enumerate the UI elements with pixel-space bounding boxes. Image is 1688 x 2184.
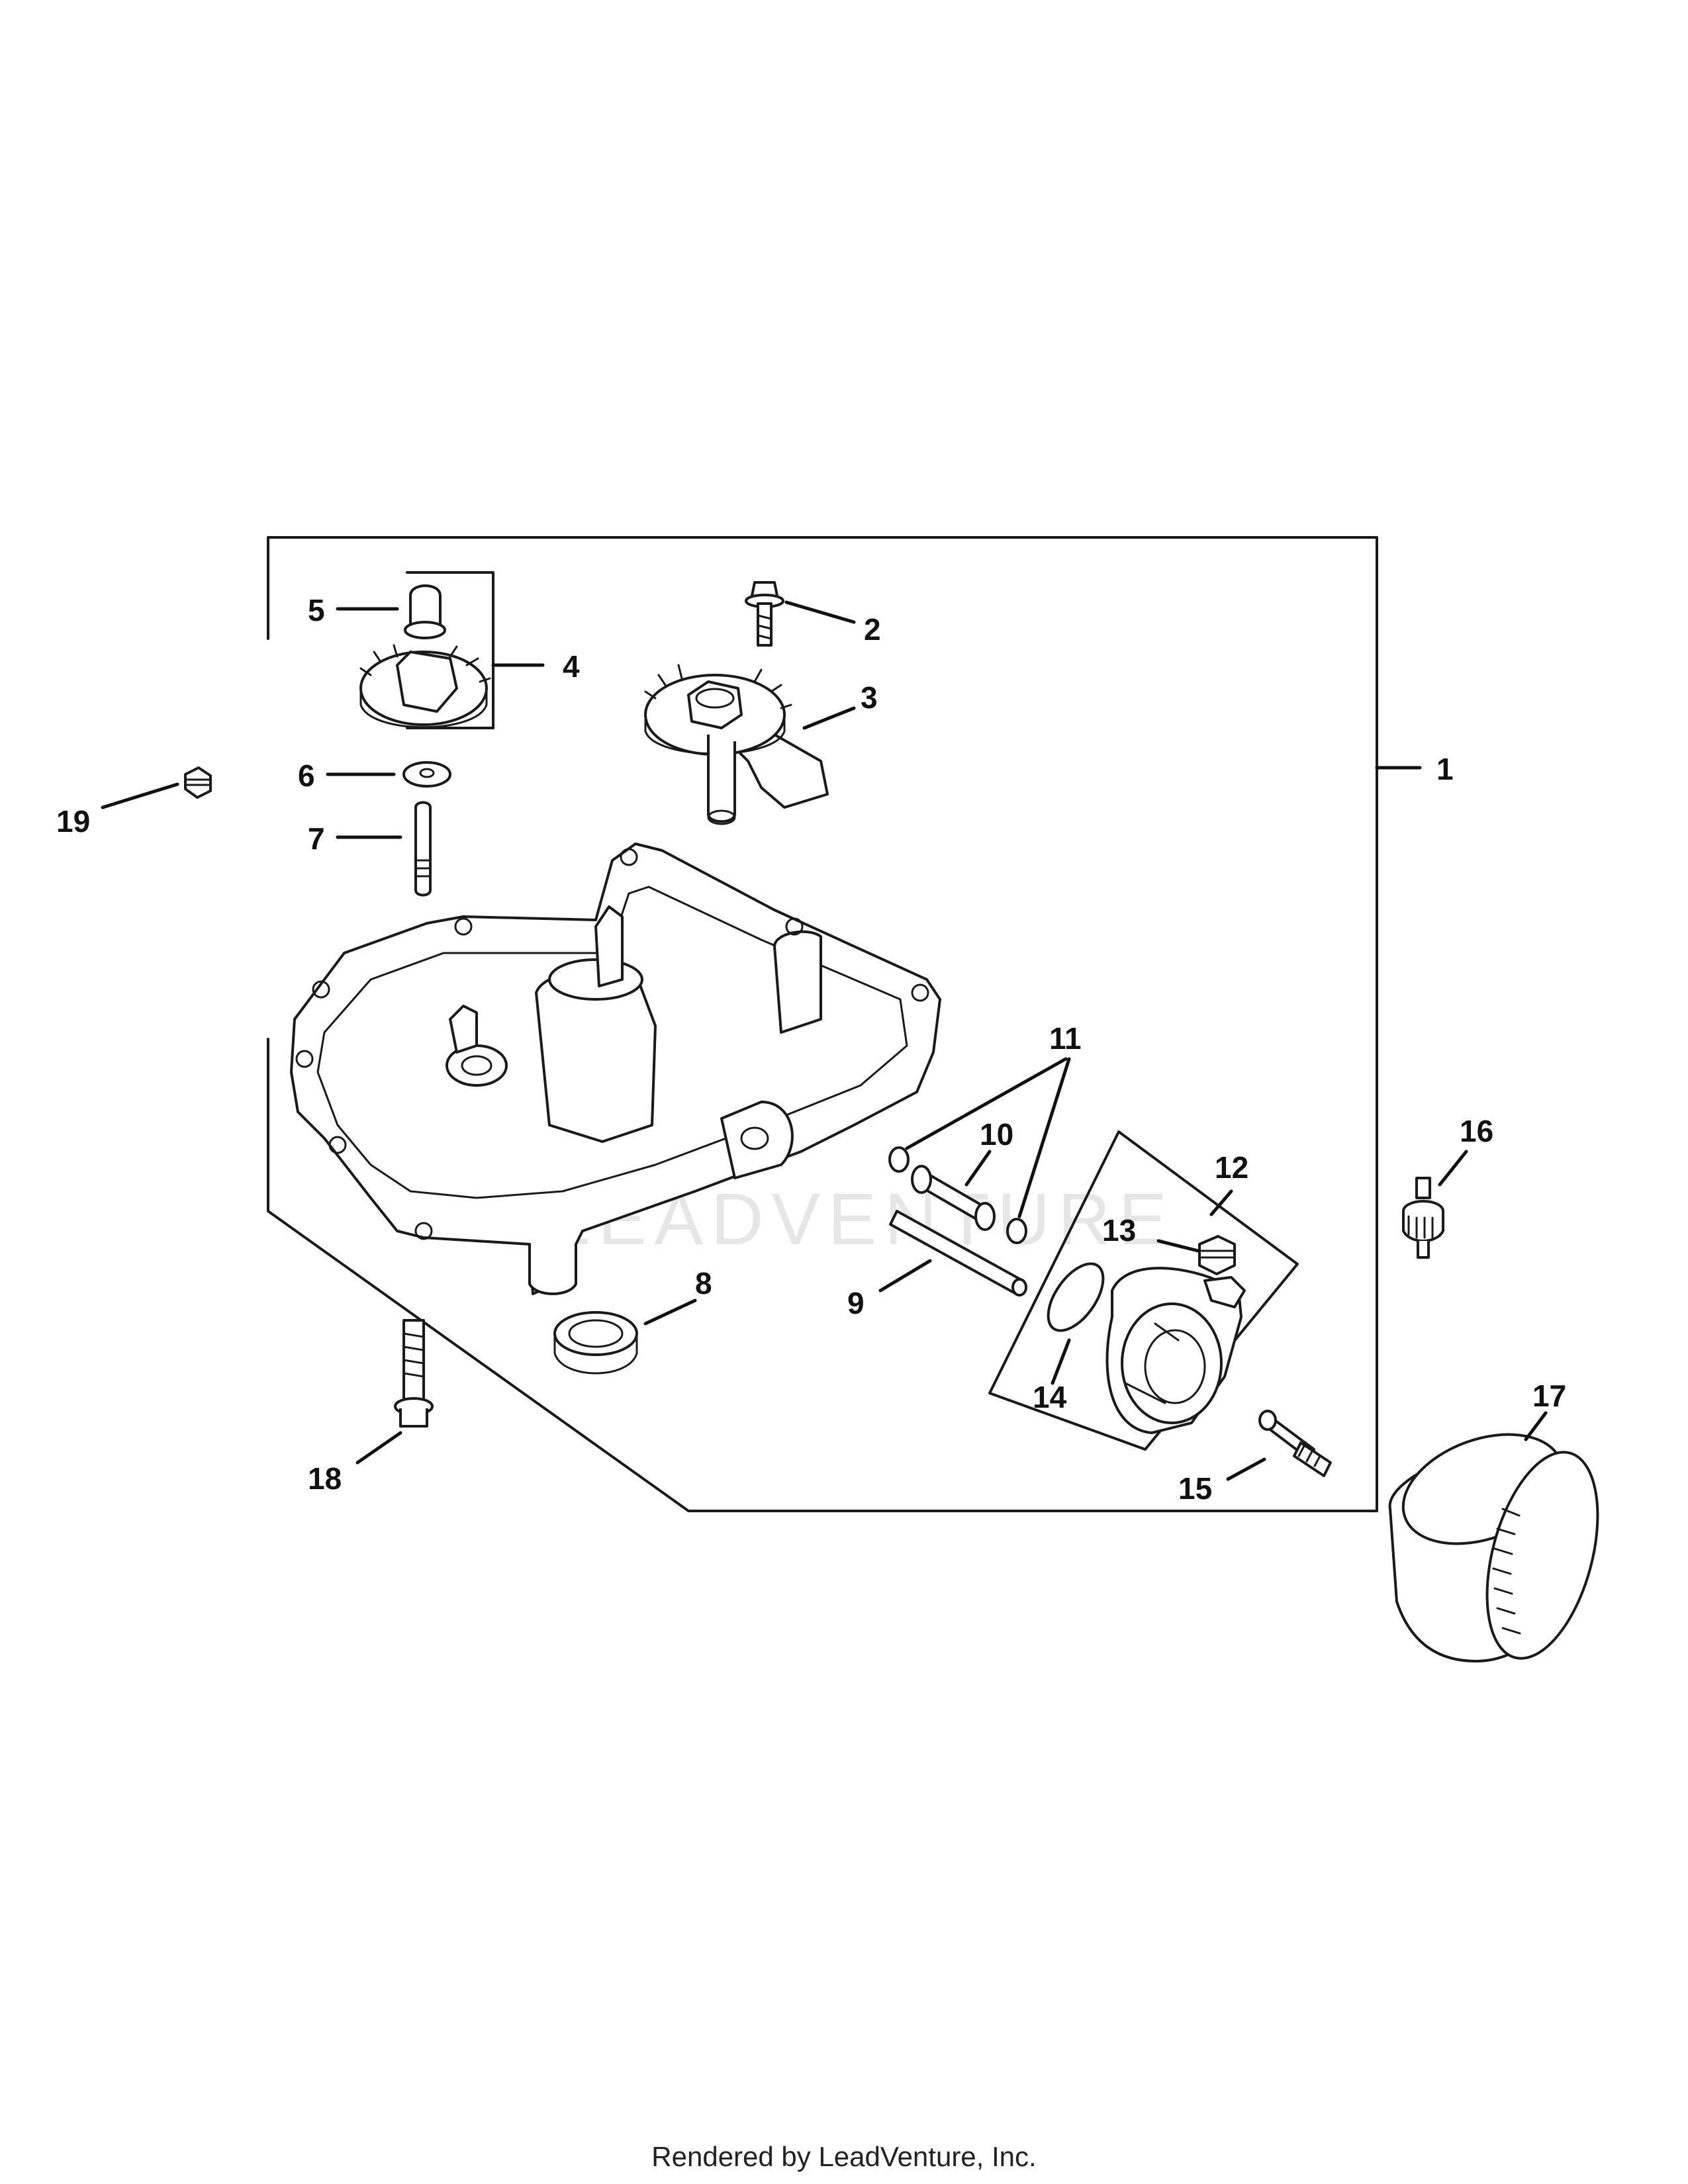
sensor-part-16 — [1402, 1177, 1444, 1259]
assembly-bracket-12 — [988, 1130, 1299, 1451]
callout-16: 16 — [1460, 1114, 1493, 1148]
leader-13 — [1156, 1239, 1200, 1253]
o-ring-part-14 — [1047, 1262, 1105, 1332]
callout-2: 2 — [864, 612, 881, 647]
leader-11a — [905, 1057, 1068, 1150]
tube-part-9 — [889, 1210, 1027, 1297]
callout-14: 14 — [1033, 1380, 1067, 1414]
leader-2 — [784, 600, 856, 624]
oil-pan-part — [290, 842, 941, 1295]
leader-14 — [1051, 1338, 1071, 1385]
callout-17: 17 — [1532, 1379, 1566, 1413]
o-ring-part-11b — [1006, 1218, 1027, 1244]
assembly-bracket-4 — [406, 571, 494, 729]
oil-filter-part-17 — [1388, 1433, 1599, 1662]
seal-part-8 — [553, 1311, 638, 1375]
leader-12 — [1209, 1189, 1233, 1216]
leader-3 — [802, 706, 856, 730]
gear-part-4 — [359, 644, 491, 729]
callout-13: 13 — [1102, 1213, 1136, 1248]
callout-7: 7 — [308, 821, 325, 856]
callout-10: 10 — [980, 1117, 1013, 1152]
stud-part-15 — [1258, 1410, 1332, 1477]
callout-8: 8 — [695, 1266, 712, 1300]
leader-9 — [878, 1259, 932, 1293]
callout-3: 3 — [861, 680, 878, 715]
callout-11: 11 — [1049, 1021, 1082, 1056]
callout-4: 4 — [563, 649, 580, 684]
leader-15 — [1226, 1457, 1266, 1481]
washer-part-6 — [402, 761, 451, 788]
footer-credit: Rendered by LeadVenture, Inc. — [651, 2141, 1037, 2172]
leader-19 — [101, 782, 179, 809]
callout-18: 18 — [308, 1461, 342, 1496]
callout-6: 6 — [298, 758, 315, 793]
bolt-part-2 — [745, 581, 784, 647]
bolt-part-18 — [394, 1319, 434, 1428]
pump-housing-part-12 — [1105, 1267, 1246, 1434]
callout-9: 9 — [847, 1286, 865, 1320]
leader-10 — [964, 1150, 992, 1187]
leader-16 — [1438, 1150, 1468, 1187]
callout-19: 19 — [56, 804, 90, 839]
callout-12: 12 — [1215, 1150, 1248, 1185]
leader-11b — [1017, 1057, 1071, 1218]
plug-part-19 — [184, 766, 212, 799]
assembly-bracket-1 — [267, 536, 1378, 1512]
oil-pump-gear-part-3 — [644, 664, 829, 825]
callout-5: 5 — [308, 593, 325, 627]
cap-part-5 — [404, 584, 446, 639]
leader-17 — [1524, 1411, 1548, 1441]
leader-18 — [355, 1431, 402, 1465]
o-ring-part-11a — [888, 1146, 910, 1173]
callout-1: 1 — [1436, 752, 1454, 786]
callout-15: 15 — [1178, 1471, 1212, 1506]
tube-part-10 — [911, 1165, 996, 1231]
pin-part-7 — [414, 801, 432, 897]
plug-part-13 — [1198, 1235, 1236, 1275]
leader-8 — [643, 1298, 697, 1326]
